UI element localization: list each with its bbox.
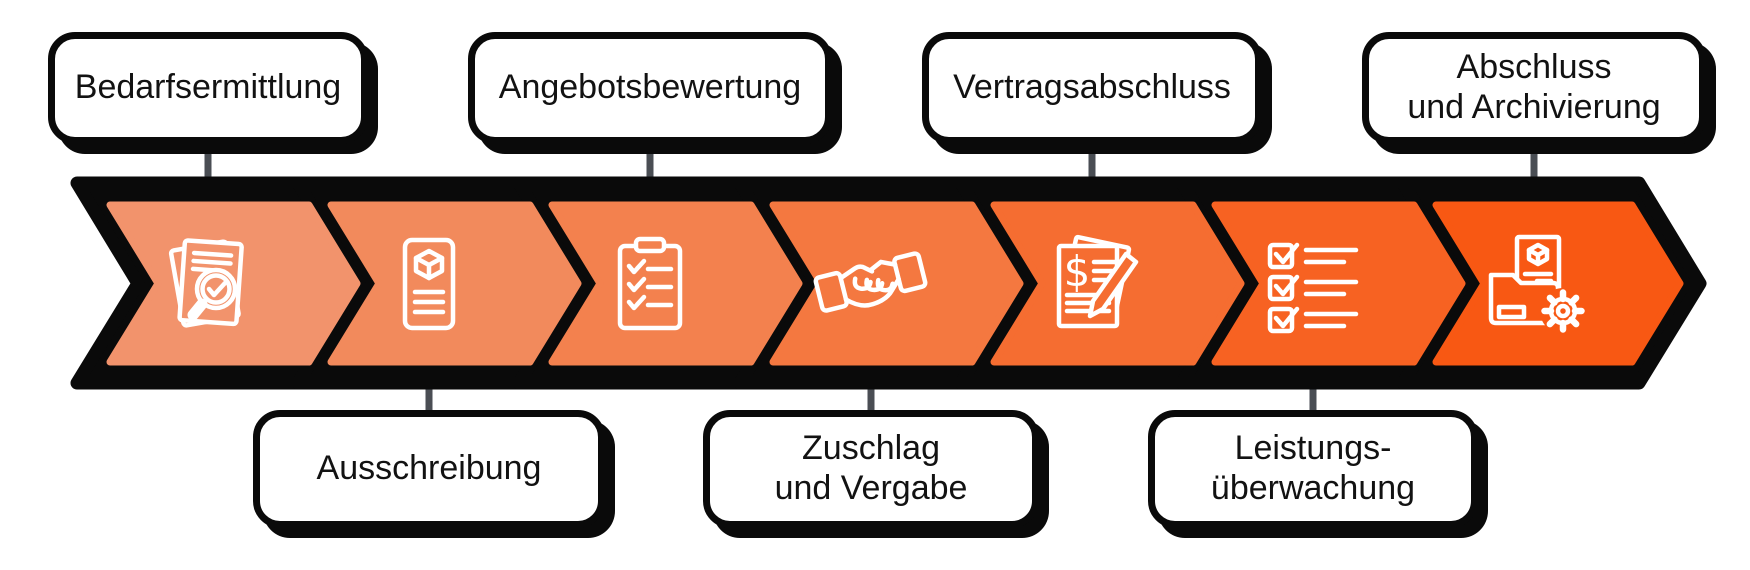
documents-magnifier-icon bbox=[168, 238, 244, 328]
handshake-icon bbox=[813, 251, 928, 313]
tender-document-icon bbox=[402, 237, 456, 331]
clipboard-checklist-icon bbox=[617, 236, 683, 331]
folder-gear-icon bbox=[1488, 234, 1586, 334]
checklist-items-icon bbox=[1267, 242, 1359, 334]
contract-dollar-pen-icon: $ bbox=[1056, 234, 1139, 329]
chevron-step-3 bbox=[548, 201, 803, 366]
svg-text:$: $ bbox=[1064, 247, 1091, 296]
